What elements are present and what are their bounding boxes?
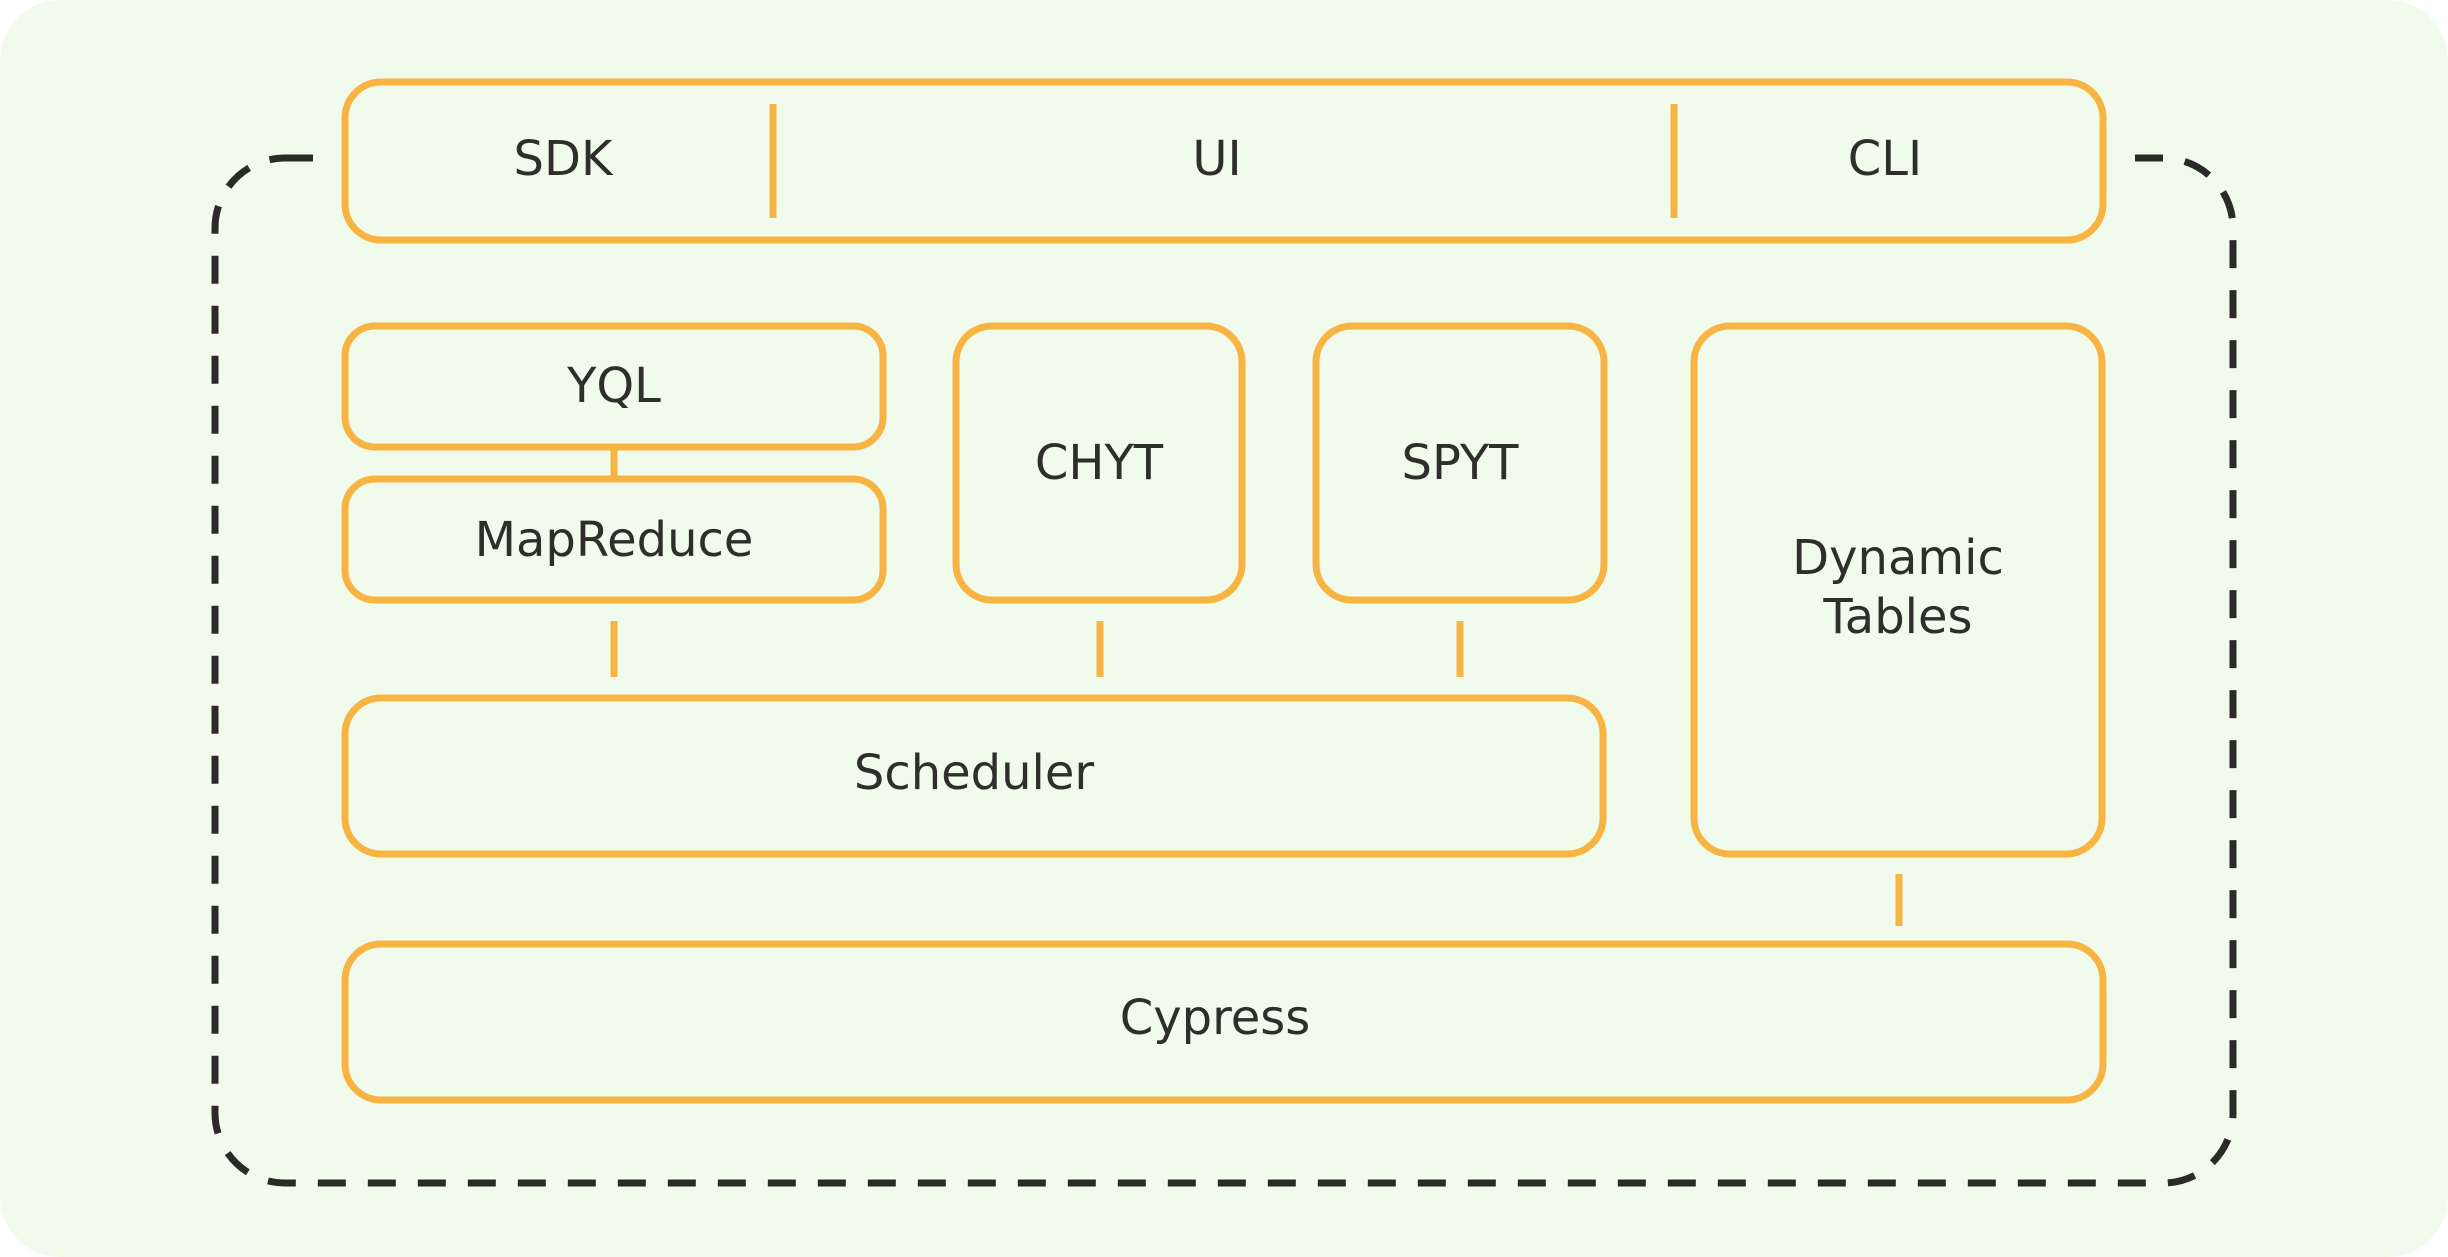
dynamic-tables-box xyxy=(1690,322,2106,858)
spyt-label: SPYT xyxy=(1402,435,1520,491)
mapreduce-label: MapReduce xyxy=(475,512,754,568)
chyt-box xyxy=(952,322,1246,604)
scheduler-box xyxy=(341,694,1607,858)
system-boundary-frame xyxy=(211,154,2237,1187)
yql-label: YQL xyxy=(566,358,661,414)
scheduler-label: Scheduler xyxy=(854,745,1095,801)
top-interface-bar xyxy=(341,78,2107,244)
cypress-box xyxy=(341,940,2107,1104)
mapreduce-box xyxy=(341,475,887,604)
cli-label: CLI xyxy=(1848,131,1922,187)
sdk-label: SDK xyxy=(514,131,614,187)
dynamic-tables-label-line2: Tables xyxy=(1822,589,1972,645)
ui-label: UI xyxy=(1192,131,1241,187)
chyt-label: CHYT xyxy=(1035,435,1164,491)
dynamic-tables-label-line1: Dynamic xyxy=(1792,530,2004,586)
spyt-box xyxy=(1312,322,1608,604)
cypress-label: Cypress xyxy=(1120,990,1311,1046)
top-bar-mask xyxy=(318,70,2130,255)
